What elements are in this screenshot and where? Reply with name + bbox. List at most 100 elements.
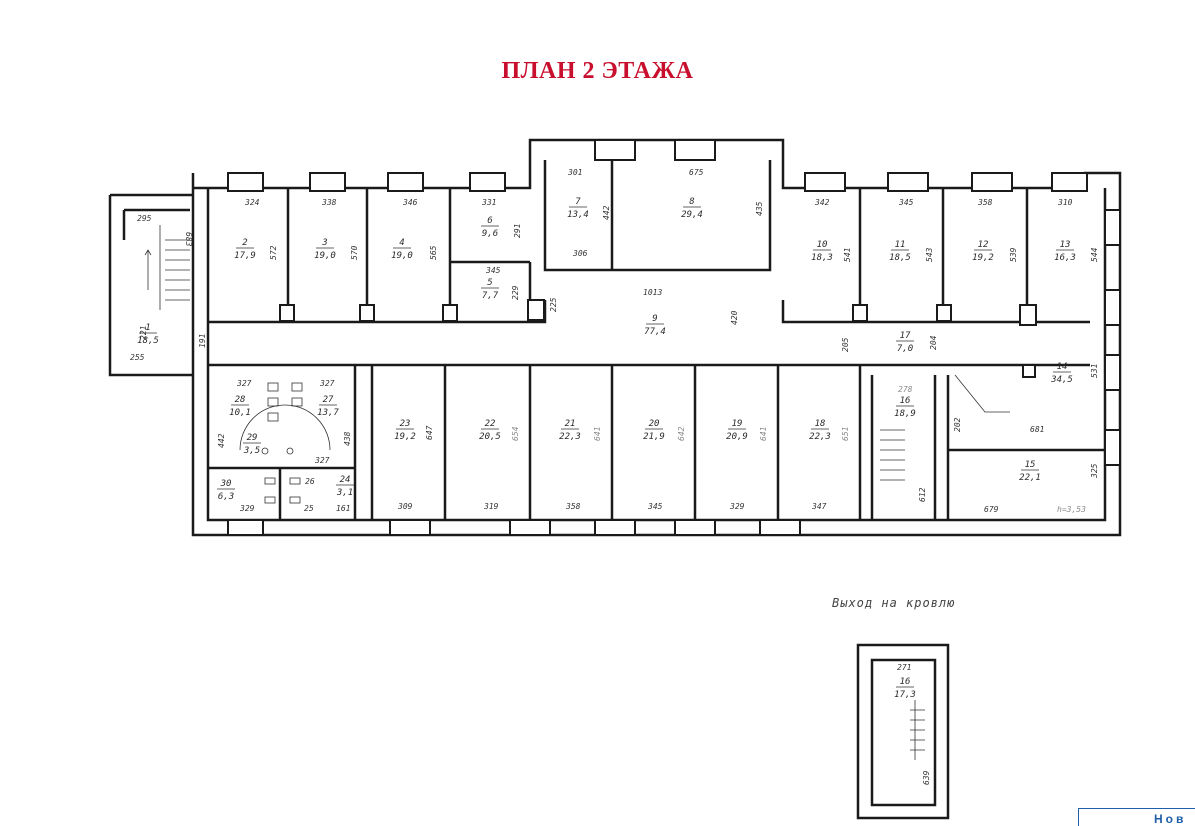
room-number: 28: [235, 395, 246, 405]
dimension-label: 565: [429, 245, 438, 260]
room-label: 69,6: [481, 216, 499, 239]
room-label: 16 18,9: [894, 396, 916, 419]
dimension-label: 204: [929, 335, 938, 350]
room-area: 19,0: [391, 251, 413, 261]
room-number: 23: [400, 419, 411, 429]
dimension-label: 342: [814, 198, 830, 207]
room-area: 22,3: [559, 432, 581, 442]
room-area: 19,2: [394, 432, 416, 442]
partition: [286, 188, 532, 322]
dimension-label: 338: [321, 198, 337, 207]
room-number: 20: [649, 419, 660, 429]
room-area: 17,9: [234, 251, 256, 261]
room-number: 7: [575, 197, 581, 207]
room-label: 16 17,3: [894, 677, 916, 700]
piers: [227, 139, 1121, 536]
room-area: 9,6: [482, 229, 498, 239]
room-number: 16: [900, 396, 911, 406]
room-label: 27 13,7: [317, 395, 339, 418]
dimension-label: 310: [1057, 198, 1073, 207]
room-area: 13,4: [567, 210, 589, 220]
walls: [108, 138, 1122, 820]
room-number: 27: [323, 395, 334, 405]
dimension-labels: 295 683 221 255 191 324 572 338 570 346 …: [130, 168, 1099, 785]
dimension-label: 329: [729, 502, 745, 511]
dimension-label: 435: [755, 201, 764, 216]
dimension-label: 612: [918, 487, 927, 502]
partition: [858, 188, 1029, 322]
room-label: 306,3: [217, 479, 235, 502]
outer-wall-inner: [206, 188, 1107, 522]
room-labels: 118,5 217,9 319,0 419,0 57,7 69,6 713,4 …: [137, 197, 1076, 700]
room-area: 18,9: [894, 409, 916, 419]
dimension-label: 221: [139, 326, 148, 340]
room-label: 293,5: [243, 433, 261, 456]
dimension-label: 271: [897, 663, 911, 672]
room-number: 8: [689, 197, 694, 207]
room-number: 4: [399, 238, 404, 248]
room-label: 829,4: [681, 197, 703, 220]
dimension-label: 541: [843, 248, 852, 262]
room-label: 57,7: [481, 278, 499, 301]
dimension-label: 683: [184, 232, 193, 247]
dimension-label: 327: [319, 379, 335, 388]
room-number: 5: [487, 278, 492, 288]
room-number: 16: [900, 677, 911, 687]
dimension-label: 327: [314, 456, 330, 465]
room-area: 17,3: [894, 690, 916, 700]
room-area: 10,1: [229, 408, 251, 418]
dimension-label: 642: [677, 426, 686, 441]
partition-arc: [239, 404, 331, 451]
room-number: 24: [340, 475, 351, 485]
dimension-label: 319: [483, 502, 499, 511]
dimension-label: 205: [841, 337, 850, 352]
partition: [543, 160, 772, 272]
dimension-label: 641: [759, 427, 768, 441]
room-label: 23 19,2: [394, 419, 416, 442]
room-number: 18: [815, 419, 826, 429]
room-label: 977,4: [644, 314, 666, 337]
dimension-label: 301: [567, 168, 582, 177]
room-label: 28 10,1: [229, 395, 251, 418]
room-area: 18,5: [889, 253, 911, 263]
dimension-label: 651: [841, 427, 850, 441]
dimension-label: 229: [511, 285, 520, 300]
roof-exit-label: Выход на кровлю: [832, 596, 956, 610]
room-area: 18,5: [137, 336, 159, 346]
room-area: 13,7: [317, 408, 339, 418]
dimension-label: 278: [898, 385, 913, 394]
room-number: 2: [242, 238, 247, 248]
dimension-label: 681: [1030, 425, 1044, 434]
room-number: 30: [220, 479, 232, 489]
staircase: [144, 225, 1010, 760]
room-number: 21: [565, 419, 576, 429]
dimension-label: 225: [549, 297, 558, 312]
room-number: 29: [247, 433, 258, 443]
dimension-label: 543: [925, 247, 934, 262]
room-number: 11: [895, 240, 906, 250]
room-number: 14: [1057, 362, 1068, 372]
room-number: 6: [487, 216, 492, 226]
tower-wall-inner: [870, 658, 937, 807]
room-number: 13: [1060, 240, 1071, 250]
room-area: 22,1: [1019, 473, 1041, 483]
dimension-label: 442: [602, 205, 611, 220]
room-label: 419,0: [391, 238, 413, 261]
room-number: 1: [145, 323, 150, 333]
room-area: 18,3: [811, 253, 833, 263]
dimension-label: 25: [304, 504, 314, 513]
dimension-label: 675: [689, 168, 704, 177]
dimension-label: 654: [511, 426, 520, 441]
room-label: 713,4: [567, 197, 589, 220]
dimension-label: 639: [922, 770, 931, 785]
tower-wall: [856, 643, 950, 820]
room-area: 3,1: [336, 488, 353, 498]
dimension-label: 358: [977, 198, 993, 207]
room-area: 3,5: [243, 446, 260, 456]
dimension-label: 1013: [643, 288, 662, 297]
